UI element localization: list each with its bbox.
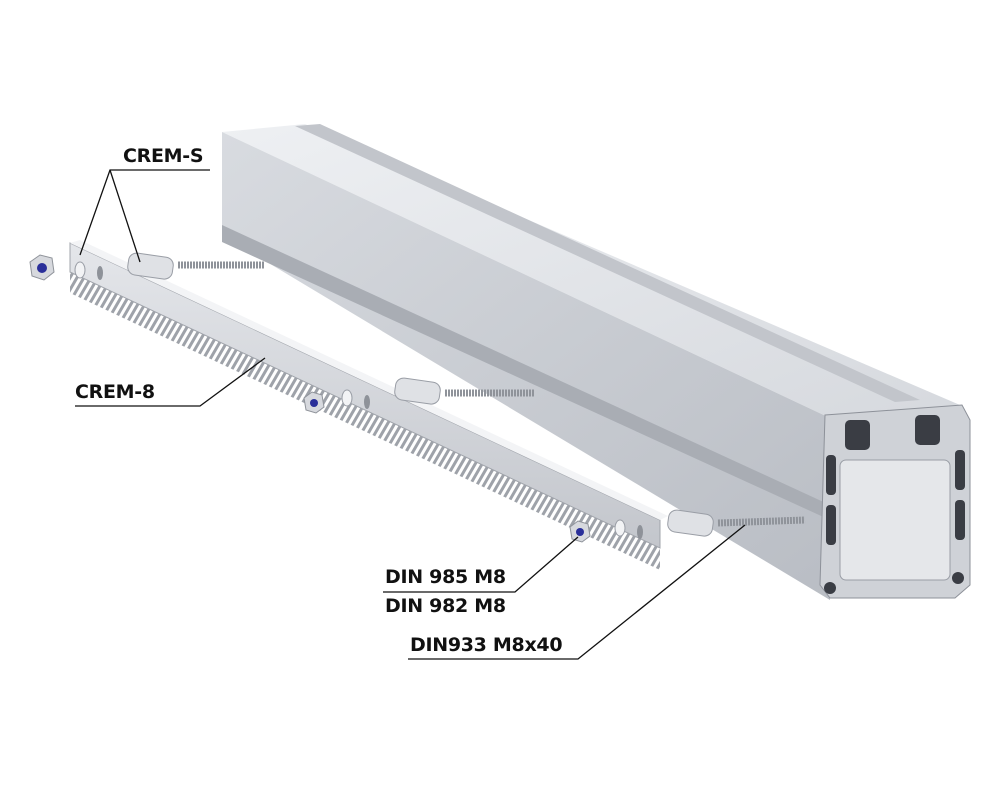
label-crem-s: CREM-S [123, 145, 204, 167]
label-din-933: DIN933 M8x40 [410, 634, 563, 656]
leader-din-933 [408, 524, 746, 660]
profile-side-slot [222, 225, 830, 520]
rack-holes [74, 261, 643, 539]
profile-top-groove [295, 124, 920, 402]
lock-nut-middle [303, 391, 325, 414]
label-din-985: DIN 985 M8 [385, 566, 506, 588]
label-din-982: DIN 982 M8 [385, 595, 506, 617]
aluminium-profile [222, 124, 971, 600]
screw-din933-rear [127, 252, 265, 280]
leader-crem-s-2 [109, 169, 141, 263]
lock-nut-front [569, 520, 591, 543]
leader-crem-s [79, 169, 210, 256]
profile-end-face [819, 404, 971, 599]
screw-din933-middle [394, 377, 535, 405]
screw-din933-front [667, 509, 806, 537]
lock-nut-rear [29, 254, 55, 281]
label-crem-8: CREM-8 [75, 381, 155, 403]
leader-lines [75, 169, 746, 660]
leader-din-985 [383, 536, 579, 593]
leader-crem-8 [75, 357, 266, 407]
